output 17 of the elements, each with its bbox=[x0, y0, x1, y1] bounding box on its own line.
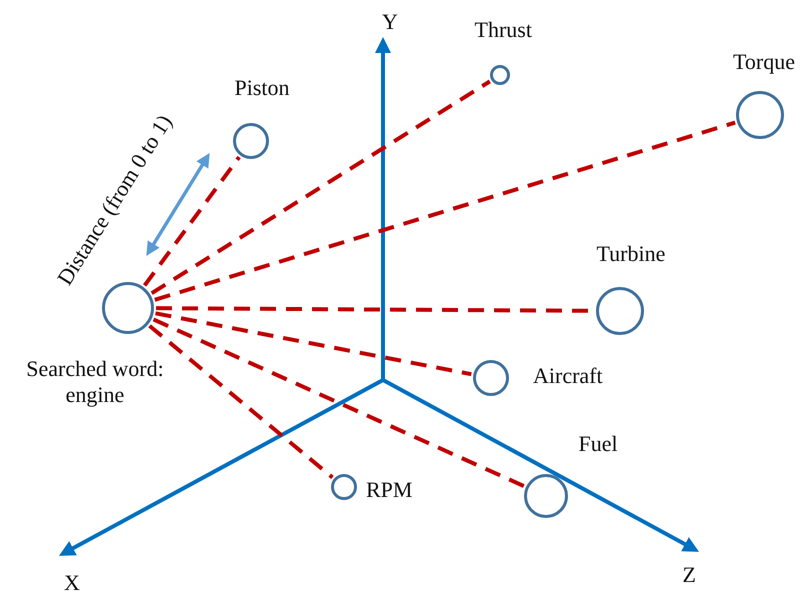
dashed-line bbox=[148, 324, 334, 479]
word-label: RPM bbox=[366, 477, 412, 503]
word-label: Thrust bbox=[474, 17, 532, 43]
axis-label: X bbox=[64, 570, 80, 596]
word-label: Turbine bbox=[596, 241, 666, 267]
word-label: Torque bbox=[733, 49, 795, 75]
axis-label: Z bbox=[682, 562, 696, 588]
word-label: Fuel bbox=[578, 431, 618, 457]
word-label: Searched word: engine bbox=[25, 356, 165, 408]
dashed-line bbox=[155, 311, 472, 376]
dashed-line bbox=[143, 156, 241, 287]
dashed-line bbox=[150, 80, 491, 295]
dashed-line bbox=[152, 318, 525, 488]
dashed-line bbox=[154, 120, 736, 302]
word-label: Piston bbox=[234, 75, 290, 101]
word-label: Aircraft bbox=[533, 363, 603, 389]
axis-label: Y bbox=[382, 9, 398, 35]
